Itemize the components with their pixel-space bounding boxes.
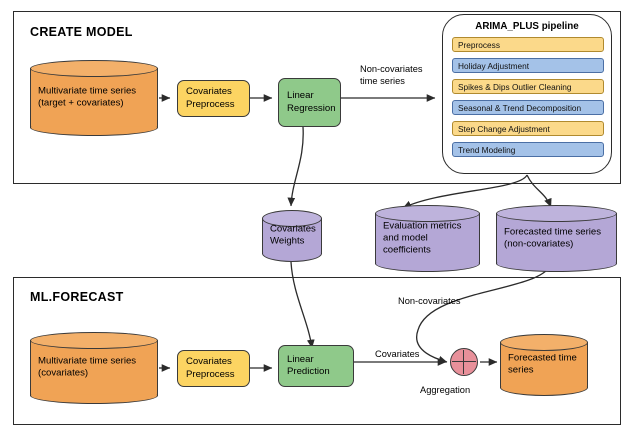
cylinder-top <box>30 332 158 349</box>
edge-label-non-covariates-time-series: Non-covariates time series <box>360 64 423 86</box>
aggregation-cross-vertical <box>463 350 465 374</box>
evaluation-metrics-db: Evaluation metrics and model coefficient… <box>375 205 480 272</box>
linear-regression-box: Linear Regression <box>278 78 341 127</box>
linear-regression-label: Linear Regression <box>287 90 336 114</box>
pipeline-step-label: Holiday Adjustment <box>458 60 530 71</box>
ml-forecast-preprocess-label: Covariates Preprocess <box>186 356 235 380</box>
forecasted-non-covariates-label: Forecasted time series (non-covariates) <box>504 226 602 250</box>
pipeline-step-seasonal-trend-decomposition[interactable]: Seasonal & Trend Decomposition <box>452 100 604 115</box>
evaluation-metrics-label: Evaluation metrics and model coefficient… <box>383 219 462 256</box>
edge-label-non-covariates: Non-covariates <box>398 296 461 306</box>
ml-forecast-source-db-label: Multivariate time series (covariates) <box>38 355 137 379</box>
pipeline-step-spikes-dips-outlier-cleaning[interactable]: Spikes & Dips Outlier Cleaning <box>452 79 604 94</box>
edge-label-covariates: Covariates <box>375 349 420 359</box>
pipeline-step-step-change-adjustment[interactable]: Step Change Adjustment <box>452 121 604 136</box>
cylinder-top <box>496 205 617 222</box>
forecasted-non-covariates-db: Forecasted time series (non-covariates) <box>496 205 617 272</box>
create-model-preprocess-label: Covariates Preprocess <box>186 86 235 110</box>
aggregation-node <box>450 348 478 376</box>
arima-plus-pipeline-title: ARIMA_PLUS pipeline <box>475 21 579 32</box>
cylinder-body <box>30 68 158 128</box>
cylinder-body <box>30 340 158 396</box>
ml-forecast-title: ML.FORECAST <box>30 290 124 304</box>
pipeline-step-label: Spikes & Dips Outlier Cleaning <box>458 81 572 92</box>
create-model-source-db-label: Multivariate time series (target + covar… <box>38 85 137 109</box>
linear-prediction-box: Linear Prediction <box>278 345 354 387</box>
pipeline-step-trend-modeling[interactable]: Trend Modeling <box>452 142 604 157</box>
cylinder-top <box>375 205 480 222</box>
cylinder-top <box>30 60 158 77</box>
covariates-weights-label: Covariates Weights <box>270 223 316 247</box>
ml-forecast-output-db-label: Forecasted time series <box>508 352 577 376</box>
cylinder-top <box>262 210 322 227</box>
pipeline-step-preprocess[interactable]: Preprocess <box>452 37 604 52</box>
pipeline-step-label: Trend Modeling <box>458 144 516 155</box>
pipeline-step-label: Step Change Adjustment <box>458 123 550 134</box>
create-model-preprocess-box: Covariates Preprocess <box>177 80 250 117</box>
arima-plus-pipeline-container: ARIMA_PLUS pipeline Preprocess Holiday A… <box>442 14 612 174</box>
ml-forecast-preprocess-box: Covariates Preprocess <box>177 350 250 387</box>
pipeline-step-label: Preprocess <box>458 39 500 50</box>
covariates-weights-db: Covariates Weights <box>262 210 322 262</box>
ml-forecast-output-db: Forecasted time series <box>500 334 588 396</box>
pipeline-step-label: Seasonal & Trend Decomposition <box>458 102 582 113</box>
create-model-title: CREATE MODEL <box>30 25 133 39</box>
cylinder-top <box>500 334 588 351</box>
ml-forecast-source-db: Multivariate time series (covariates) <box>30 332 158 404</box>
create-model-source-db: Multivariate time series (target + covar… <box>30 60 158 136</box>
aggregation-label: Aggregation <box>420 385 471 395</box>
linear-prediction-label: Linear Prediction <box>287 353 330 377</box>
pipeline-step-holiday-adjustment[interactable]: Holiday Adjustment <box>452 58 604 73</box>
